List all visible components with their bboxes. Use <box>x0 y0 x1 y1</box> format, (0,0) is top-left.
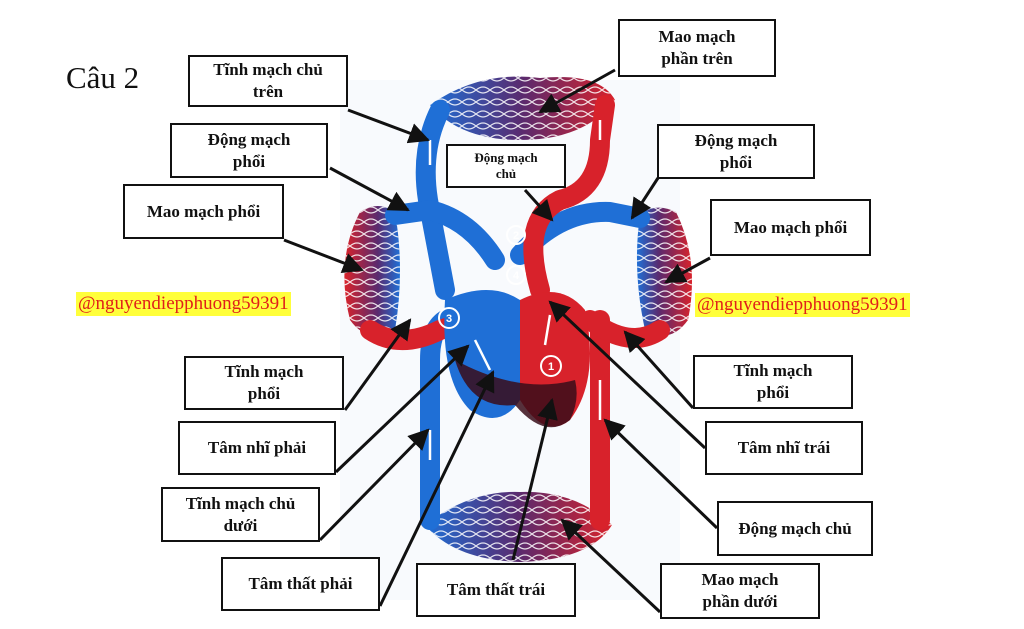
label-mao-mach-phan-tren: Mao mạch phần trên <box>618 19 776 77</box>
leader-mao-mach-phan-tren <box>538 68 616 114</box>
leader-mao-mach-phan-duoi <box>560 518 662 614</box>
leader-dong-mach-chu-top <box>523 188 554 222</box>
leader-tam-that-phai <box>378 370 495 607</box>
leader-mao-mach-phoi-phai <box>664 256 711 284</box>
lower-capillary-bed <box>425 491 612 562</box>
leader-lines <box>283 68 719 614</box>
label-tinh-mach-phoi-right: Tĩnh mạch phổi <box>693 355 853 409</box>
leader-dong-mach-phoi-trai <box>329 166 410 212</box>
leader-tam-nhi-trai <box>548 300 707 450</box>
leader-tinh-mach-chu-tren <box>347 108 430 144</box>
upper-capillary-bed <box>430 76 615 140</box>
leader-tinh-mach-phoi-phai <box>623 330 695 410</box>
number-marker-2: 2 <box>506 225 526 245</box>
leader-tinh-mach-chu-duoi <box>318 428 430 542</box>
label-tinh-mach-chu-duoi: Tĩnh mạch chủ dưới <box>161 487 320 542</box>
label-mao-mach-phan-duoi: Mao mạch phần dưới <box>660 563 820 619</box>
leader-tam-that-trai <box>511 397 558 561</box>
watermark-right: @nguyendiepphuong59391 <box>695 293 910 317</box>
label-tam-nhi-phai: Tâm nhĩ phải <box>178 421 336 475</box>
label-dong-mach-chu-bottom: Động mạch chủ <box>717 501 873 556</box>
label-tam-nhi-trai: Tâm nhĩ trái <box>705 421 863 475</box>
label-dong-mach-phoi-right: Động mạch phổi <box>657 124 815 179</box>
leader-dong-mach-phoi-phai <box>630 177 660 220</box>
label-tam-that-trai: Tâm thất trái <box>416 563 576 617</box>
left-lung-capillary <box>344 206 400 336</box>
flow-arrows <box>428 120 602 460</box>
svg-text:1: 1 <box>548 361 554 373</box>
watermark-left: @nguyendiepphuong59391 <box>76 292 291 316</box>
svg-text:4: 4 <box>513 270 520 282</box>
number-marker-4: 4 <box>506 265 526 285</box>
label-tinh-mach-phoi-left: Tĩnh mạch phổi <box>184 356 344 410</box>
leader-tam-nhi-phai <box>334 344 470 474</box>
number-marker-1: 1 <box>540 355 562 377</box>
svg-text:2: 2 <box>513 230 519 242</box>
leader-dong-mach-chu-bottom <box>603 418 719 530</box>
leader-tinh-mach-phoi-trai <box>343 318 412 411</box>
svg-text:3: 3 <box>446 313 452 325</box>
label-mao-mach-phoi-left: Mao mạch phổi <box>123 184 284 239</box>
label-tam-that-phai: Tâm thất phải <box>221 557 380 611</box>
number-marker-3: 3 <box>438 307 460 329</box>
label-dong-mach-phoi-left: Động mạch phổi <box>170 123 328 178</box>
label-tinh-mach-chu-tren: Tĩnh mạch chủ trên <box>188 55 348 107</box>
label-mao-mach-phoi-right: Mao mạch phổi <box>710 199 871 256</box>
leader-mao-mach-phoi-trai <box>283 238 364 274</box>
question-heading: Câu 2 <box>66 60 140 95</box>
label-dong-mach-chu-top: Động mạch chủ <box>446 144 566 188</box>
